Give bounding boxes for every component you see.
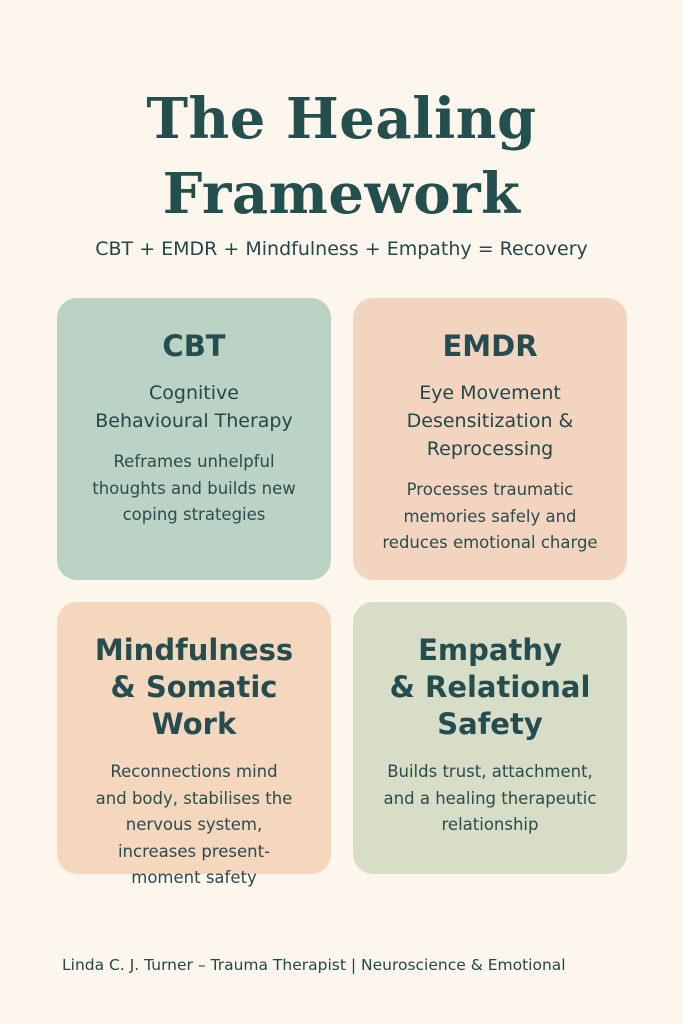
card-empathy: Empathy & Relational Safety Builds trust… bbox=[353, 602, 627, 874]
card-title-line: & Relational bbox=[389, 670, 591, 704]
footer-credit: Linda C. J. Turner – Trauma Therapist | … bbox=[62, 956, 566, 974]
card-title-line: EMDR bbox=[442, 329, 538, 363]
page-title: The Healing Framework bbox=[0, 82, 683, 232]
card-title: EMDR bbox=[361, 328, 619, 365]
card-description-line: and body, stabilises the bbox=[95, 788, 293, 808]
card-description-line: nervous system, bbox=[125, 815, 263, 834]
card-title-line: Mindfulness bbox=[94, 633, 294, 667]
card-subtitle-line: Desensitization & bbox=[406, 410, 574, 432]
page-title-line: Framework bbox=[162, 161, 521, 227]
card-description: Reconnections mind and body, stabilises … bbox=[65, 759, 323, 892]
card-description-line: moment safety bbox=[131, 868, 257, 887]
card-subtitle: Cognitive Behavioural Therapy bbox=[65, 379, 323, 435]
card-description-line: and a healing therapeutic bbox=[383, 788, 597, 808]
card-description-line: Reframes unhelpful bbox=[113, 452, 275, 471]
card-cbt: CBT Cognitive Behavioural Therapy Refram… bbox=[57, 298, 331, 580]
card-description-line: memories safely and bbox=[403, 506, 577, 526]
card-description-line: coping strategies bbox=[122, 505, 266, 524]
card-subtitle-line: Reprocessing bbox=[426, 438, 554, 460]
card-subtitle-line: Eye Movement bbox=[419, 382, 561, 404]
page-title-line: The Healing bbox=[146, 86, 537, 152]
card-title: Mindfulness & Somatic Work bbox=[65, 632, 323, 743]
card-description-line: Builds trust, attachment, bbox=[387, 762, 593, 781]
card-description-line: increases present- bbox=[117, 841, 271, 861]
card-description: Builds trust, attachment, and a healing … bbox=[361, 759, 619, 839]
card-title-line: Empathy bbox=[418, 633, 562, 667]
card-subtitle-line: Cognitive bbox=[149, 382, 239, 404]
card-description-line: Processes traumatic bbox=[406, 480, 574, 499]
card-description: Processes traumatic memories safely and … bbox=[361, 477, 619, 557]
page-subtitle: CBT + EMDR + Mindfulness + Empathy = Rec… bbox=[95, 238, 588, 260]
card-title-line: CBT bbox=[162, 329, 226, 363]
card-description: Reframes unhelpful thoughts and builds n… bbox=[65, 449, 323, 529]
card-subtitle: Eye Movement Desensitization & Reprocess… bbox=[361, 379, 619, 463]
card-mindfulness: Mindfulness & Somatic Work Reconnections… bbox=[57, 602, 331, 887]
card-description-line: reduces emotional charge bbox=[382, 533, 598, 552]
card-subtitle-line: Behavioural Therapy bbox=[95, 410, 293, 432]
card-title-line: & Somatic Work bbox=[110, 670, 278, 741]
card-title: CBT bbox=[65, 328, 323, 365]
card-description-line: relationship bbox=[441, 815, 539, 834]
card-description-line: Reconnections mind bbox=[110, 762, 278, 781]
card-title-line: Safety bbox=[437, 707, 543, 741]
card-title: Empathy & Relational Safety bbox=[361, 632, 619, 743]
card-emdr: EMDR Eye Movement Desensitization & Repr… bbox=[353, 298, 627, 580]
card-description-line: thoughts and builds new bbox=[92, 478, 296, 498]
